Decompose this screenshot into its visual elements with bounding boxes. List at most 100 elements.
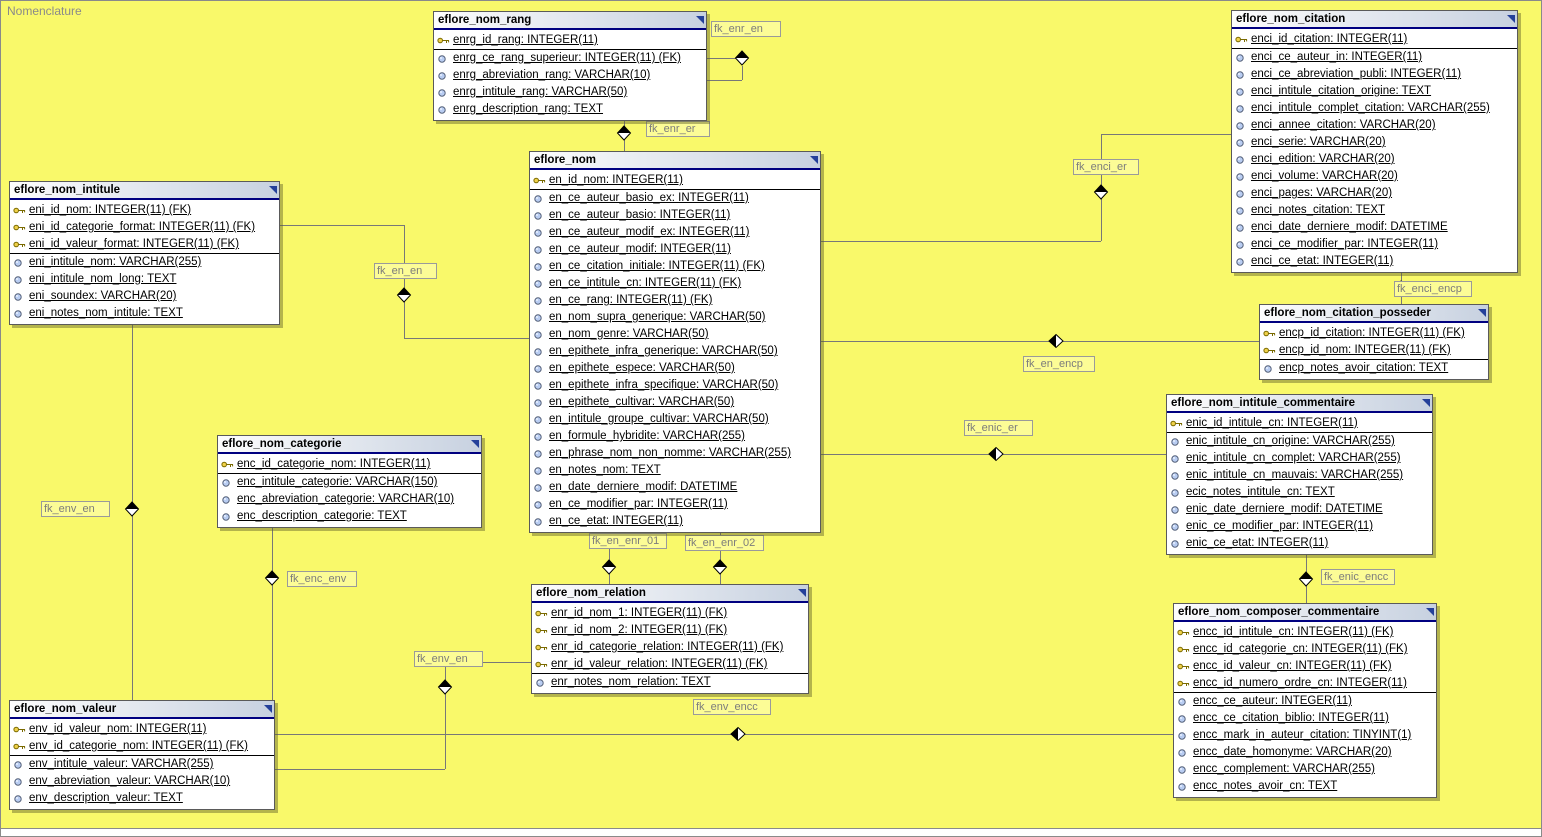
field-row[interactable]: en_id_nom: INTEGER(11) — [530, 172, 820, 189]
field-row[interactable]: en_ce_etat: INTEGER(11) — [530, 513, 820, 530]
field-row[interactable]: eni_id_categorie_format: INTEGER(11) (FK… — [10, 219, 279, 236]
field-row[interactable]: en_phrase_nom_non_nomme: VARCHAR(255) — [530, 445, 820, 462]
relation-diamond-icon[interactable] — [1298, 571, 1314, 587]
relation-label[interactable]: fk_env_encc — [693, 699, 771, 715]
relation-label[interactable]: fk_en_enr_02 — [685, 535, 764, 551]
table-header[interactable]: eflore_nom_rang — [434, 12, 706, 30]
field-row[interactable]: enic_ce_etat: INTEGER(11) — [1167, 535, 1432, 552]
field-row[interactable]: enci_ce_etat: INTEGER(11) — [1232, 253, 1517, 270]
field-row[interactable]: enr_id_valeur_relation: INTEGER(11) (FK) — [532, 656, 808, 673]
field-row[interactable]: en_epithete_espece: VARCHAR(50) — [530, 360, 820, 377]
relation-label[interactable]: fk_en_enr_01 — [589, 533, 667, 549]
collapse-icon[interactable] — [1422, 399, 1430, 407]
relation-line[interactable] — [819, 241, 1101, 242]
table-header[interactable]: eflore_nom_relation — [532, 585, 808, 603]
field-row[interactable]: enci_serie: VARCHAR(20) — [1232, 134, 1517, 151]
horizontal-scrollbar[interactable] — [1, 828, 1541, 836]
field-row[interactable]: en_intitule_groupe_cultivar: VARCHAR(50) — [530, 411, 820, 428]
field-row[interactable]: env_intitule_valeur: VARCHAR(255) — [10, 755, 274, 773]
relation-diamond-icon[interactable] — [601, 559, 617, 575]
collapse-icon[interactable] — [798, 589, 806, 597]
field-row[interactable]: enic_id_intitule_cn: INTEGER(11) — [1167, 415, 1432, 432]
field-row[interactable]: encp_id_citation: INTEGER(11) (FK) — [1260, 325, 1488, 342]
relation-diamond-icon[interactable] — [124, 501, 140, 517]
field-row[interactable]: encc_mark_in_auteur_citation: TINYINT(1) — [1174, 727, 1436, 744]
field-row[interactable]: enc_intitule_categorie: VARCHAR(150) — [218, 473, 481, 491]
table-header[interactable]: eflore_nom_intitule — [10, 182, 279, 200]
table-eflore_nom_intitule[interactable]: eflore_nom_intitule eni_id_nom: INTEGER(1… — [9, 181, 280, 325]
field-row[interactable]: enr_id_nom_2: INTEGER(11) (FK) — [532, 622, 808, 639]
relation-label[interactable]: fk_env_en — [41, 501, 110, 517]
field-row[interactable]: enr_id_categorie_relation: INTEGER(11) (… — [532, 639, 808, 656]
table-eflore_nom_citation[interactable]: eflore_nom_citationenci_id_citation: INT… — [1231, 10, 1518, 273]
field-row[interactable]: en_ce_auteur_modif: INTEGER(11) — [530, 241, 820, 258]
relation-diamond-icon[interactable] — [712, 559, 728, 575]
field-row[interactable]: enr_id_nom_1: INTEGER(11) (FK) — [532, 605, 808, 622]
field-row[interactable]: enci_notes_citation: TEXT — [1232, 202, 1517, 219]
field-row[interactable]: en_notes_nom: TEXT — [530, 462, 820, 479]
field-row[interactable]: encc_date_homonyme: VARCHAR(20) — [1174, 744, 1436, 761]
relation-label[interactable]: fk_enic_encc — [1321, 569, 1395, 585]
field-row[interactable]: en_ce_intitule_cn: INTEGER(11) (FK) — [530, 275, 820, 292]
relation-line[interactable] — [404, 225, 405, 338]
collapse-icon[interactable] — [1478, 309, 1486, 317]
relation-line[interactable] — [705, 80, 742, 81]
field-row[interactable]: eni_id_valeur_format: INTEGER(11) (FK) — [10, 236, 279, 253]
field-row[interactable]: enci_ce_auteur_in: INTEGER(11) — [1232, 48, 1517, 66]
field-row[interactable]: encc_id_intitule_cn: INTEGER(11) (FK) — [1174, 624, 1436, 641]
field-row[interactable]: enic_intitule_cn_complet: VARCHAR(255) — [1167, 450, 1432, 467]
relation-label[interactable]: fk_en_encp — [1023, 356, 1095, 372]
field-row[interactable]: enrg_ce_rang_superieur: INTEGER(11) (FK) — [434, 49, 706, 67]
field-row[interactable]: env_id_valeur_nom: INTEGER(11) — [10, 721, 274, 738]
table-eflore_nom_categorie[interactable]: eflore_nom_categorieenc_id_categorie_nom… — [217, 435, 482, 528]
table-header[interactable]: eflore_nom_composer_commentaire — [1174, 604, 1436, 622]
field-row[interactable]: encc_id_categorie_cn: INTEGER(11) (FK) — [1174, 641, 1436, 658]
field-row[interactable]: en_nom_genre: VARCHAR(50) — [530, 326, 820, 343]
relation-line[interactable] — [742, 66, 743, 80]
table-header[interactable]: eflore_nom_citation_posseder — [1260, 305, 1488, 323]
field-row[interactable]: en_epithete_cultivar: VARCHAR(50) — [530, 394, 820, 411]
field-row[interactable]: ecic_notes_intitule_cn: TEXT — [1167, 484, 1432, 501]
field-row[interactable]: enc_abreviation_categorie: VARCHAR(10) — [218, 491, 481, 508]
relation-diamond-icon[interactable] — [616, 125, 632, 141]
field-row[interactable]: enci_date_derniere_modif: DATETIME — [1232, 219, 1517, 236]
field-row[interactable]: encc_ce_citation_biblio: INTEGER(11) — [1174, 710, 1436, 727]
collapse-icon[interactable] — [810, 156, 818, 164]
table-header[interactable]: eflore_nom — [530, 152, 820, 170]
collapse-icon[interactable] — [1507, 15, 1515, 23]
relation-label[interactable]: fk_enc_env — [287, 571, 357, 587]
collapse-icon[interactable] — [696, 16, 704, 24]
field-row[interactable]: enrg_id_rang: INTEGER(11) — [434, 32, 706, 49]
relation-line[interactable] — [272, 526, 273, 700]
relation-label[interactable]: fk_env_en — [414, 651, 483, 667]
field-row[interactable]: encc_id_numero_ordre_cn: INTEGER(11) — [1174, 675, 1436, 692]
field-row[interactable]: eni_id_nom: INTEGER(11) (FK) — [10, 202, 279, 219]
field-row[interactable]: en_formule_hybridite: VARCHAR(255) — [530, 428, 820, 445]
field-row[interactable]: eni_intitule_nom: VARCHAR(255) — [10, 253, 279, 271]
field-row[interactable]: enci_edition: VARCHAR(20) — [1232, 151, 1517, 168]
field-row[interactable]: enic_intitule_cn_origine: VARCHAR(255) — [1167, 432, 1432, 450]
relation-line[interactable] — [278, 225, 404, 226]
field-row[interactable]: enrg_abreviation_rang: VARCHAR(10) — [434, 67, 706, 84]
field-row[interactable]: encc_complement: VARCHAR(255) — [1174, 761, 1436, 778]
field-row[interactable]: env_description_valeur: TEXT — [10, 790, 274, 807]
collapse-icon[interactable] — [264, 705, 272, 713]
collapse-icon[interactable] — [471, 440, 479, 448]
field-row[interactable]: en_ce_auteur_basio_ex: INTEGER(11) — [530, 189, 820, 207]
table-eflore_nom_rang[interactable]: eflore_nom_rang enrg_id_rang: INTEGER(11)… — [433, 11, 707, 121]
collapse-icon[interactable] — [269, 186, 277, 194]
field-row[interactable]: enc_description_categorie: TEXT — [218, 508, 481, 525]
table-header[interactable]: eflore_nom_intitule_commentaire — [1167, 395, 1432, 413]
field-row[interactable]: enrg_intitule_rang: VARCHAR(50) — [434, 84, 706, 101]
relation-label[interactable]: fk_enr_en — [711, 21, 781, 37]
field-row[interactable]: encp_notes_avoir_citation: TEXT — [1260, 359, 1488, 377]
field-row[interactable]: enic_intitule_cn_mauvais: VARCHAR(255) — [1167, 467, 1432, 484]
field-row[interactable]: en_ce_rang: INTEGER(11) (FK) — [530, 292, 820, 309]
table-eflore_nom_intitule_commentaire[interactable]: eflore_nom_intitule_commentaire enic_id_i… — [1166, 394, 1433, 555]
relation-line[interactable] — [404, 338, 529, 339]
field-row[interactable]: en_nom_supra_generique: VARCHAR(50) — [530, 309, 820, 326]
field-row[interactable]: env_id_categorie_nom: INTEGER(11) (FK) — [10, 738, 274, 755]
field-row[interactable]: enr_notes_nom_relation: TEXT — [532, 673, 808, 691]
field-row[interactable]: enc_id_categorie_nom: INTEGER(11) — [218, 456, 481, 473]
field-row[interactable]: enci_ce_modifier_par: INTEGER(11) — [1232, 236, 1517, 253]
